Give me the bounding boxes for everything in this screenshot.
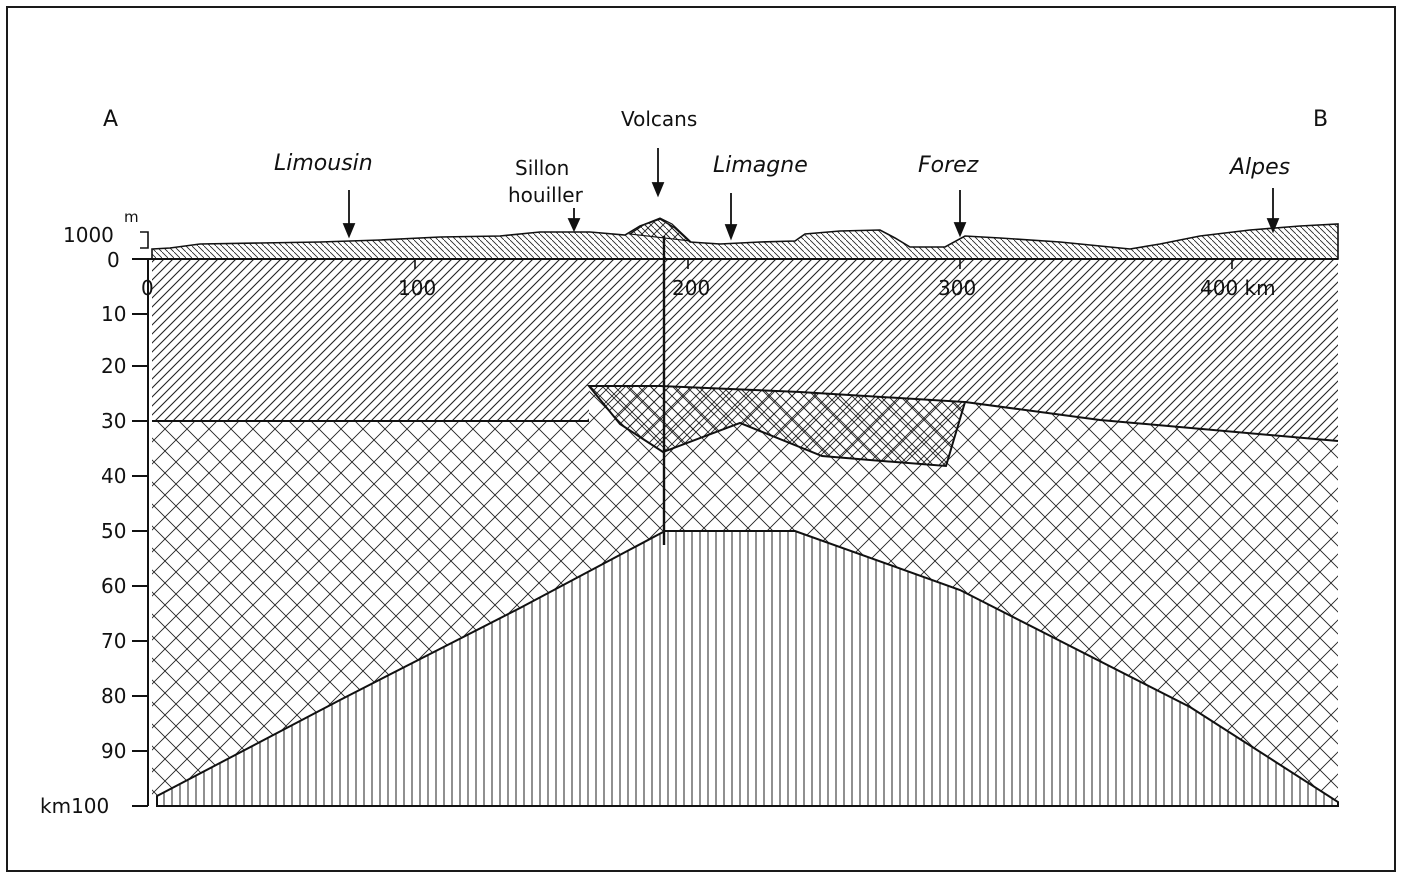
depth-tick-10: 10	[101, 302, 126, 326]
limousin-label: Limousin	[274, 151, 373, 176]
houiller-label: houiller	[508, 183, 584, 207]
depth-tick-100: km100	[40, 794, 109, 818]
depth-tick-60: 60	[101, 574, 126, 598]
cross-hatched-layer	[152, 386, 1338, 802]
distance-tick-300: 300	[938, 276, 976, 300]
elevation-1000-label: 1000	[63, 223, 114, 247]
volcans-label: Volcans	[621, 107, 697, 131]
depth-tick-90: 90	[101, 739, 126, 763]
moho-line-right	[964, 401, 1339, 442]
distance-tick-100: 100	[398, 276, 436, 300]
depth-axis	[132, 258, 149, 807]
depth-tick-70: 70	[101, 629, 126, 653]
elevation-unit-label: m	[124, 208, 139, 226]
topography-band	[151, 218, 1339, 260]
sillon-label: Sillon	[515, 156, 569, 180]
endpoint-b-label: B	[1313, 107, 1328, 132]
asthenosphere-dome	[156, 530, 1339, 807]
anomalous-lens	[586, 385, 967, 468]
upper-crust	[152, 259, 1338, 441]
elevation-0-label: 0	[107, 248, 120, 272]
forez-label: Forez	[918, 153, 979, 178]
depth-tick-20: 20	[101, 354, 126, 378]
limagne-label: Limagne	[713, 153, 808, 178]
location-arrows	[342, 148, 1280, 241]
endpoint-a-label: A	[103, 107, 118, 132]
depth-tick-40: 40	[101, 464, 126, 488]
elevation-bracket	[140, 231, 149, 249]
distance-axis-ticks	[147, 259, 1233, 270]
alpes-label: Alpes	[1228, 155, 1290, 180]
depth-tick-30: 30	[101, 409, 126, 433]
volcano-cone	[628, 217, 692, 242]
depth-tick-50: 50	[101, 519, 126, 543]
distance-tick-0: 0	[141, 276, 154, 300]
depth-tick-80: 80	[101, 684, 126, 708]
distance-tick-400: 400 km	[1200, 276, 1276, 300]
distance-tick-200: 200	[672, 276, 710, 300]
